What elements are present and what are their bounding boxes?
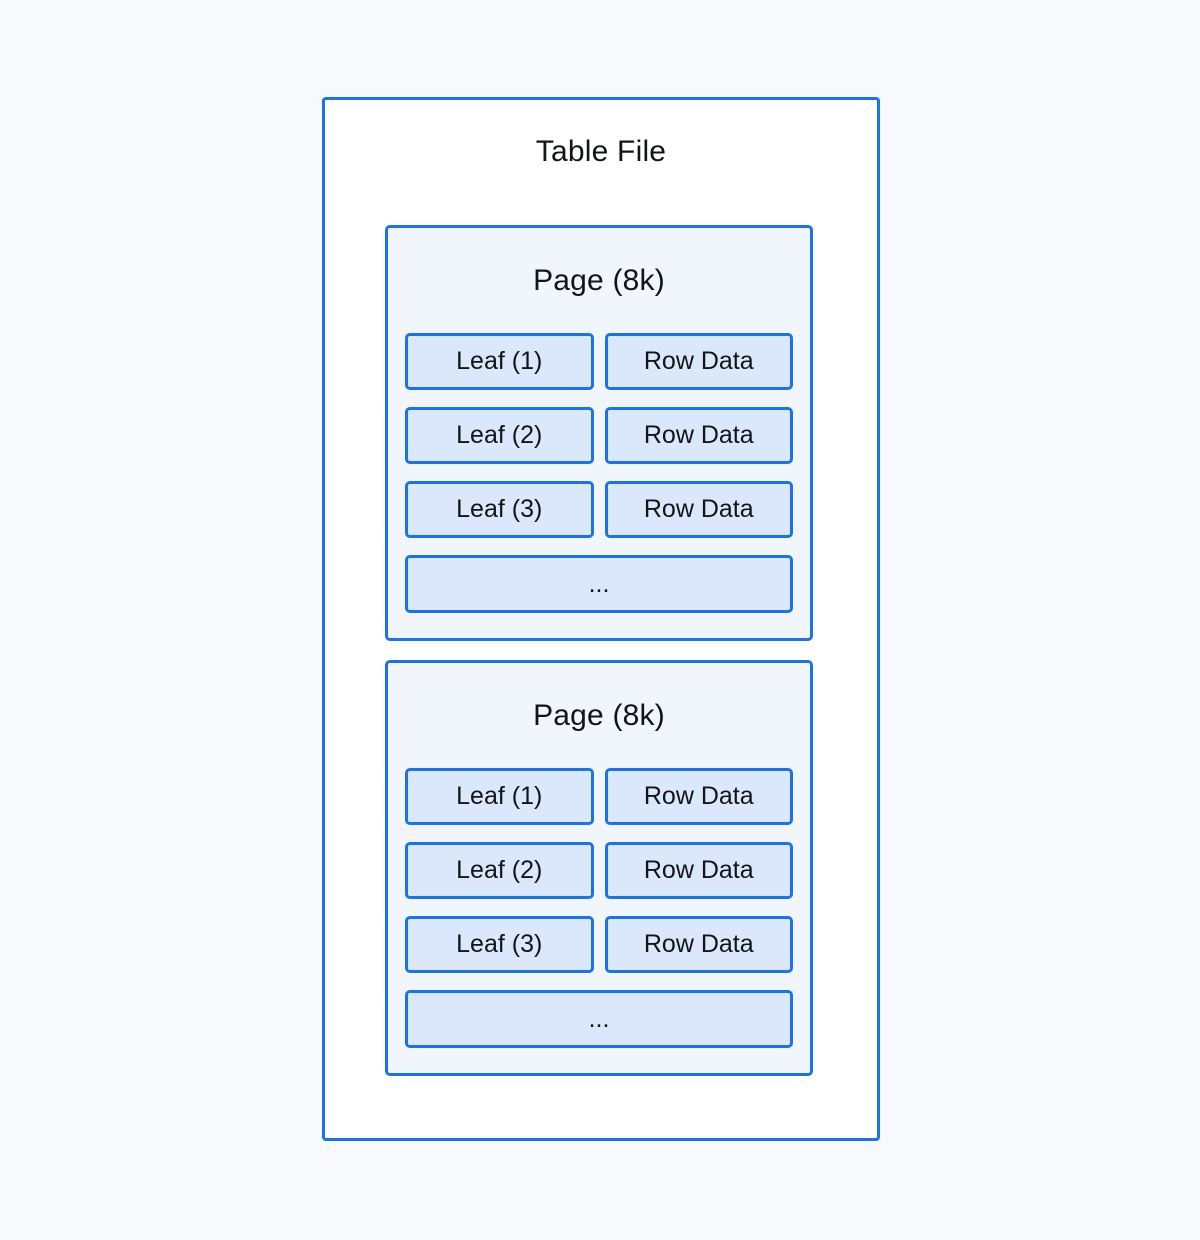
row-data-cell: Row Data [604,481,793,538]
page-2-title: Page (8k) [533,698,665,732]
page-1-grid: Leaf (1) Row Data Leaf (2) Row Data Leaf… [405,333,793,613]
table-file-title: Table File [535,135,667,168]
leaf-cell: Leaf (2) [405,407,594,464]
leaf-cell: Leaf (2) [405,842,594,899]
ellipsis-cell: ... [405,990,793,1048]
page-1-title: Page (8k) [533,263,665,297]
row-data-cell: Row Data [604,407,793,464]
leaf-cell: Leaf (3) [405,916,594,973]
leaf-cell: Leaf (3) [405,481,594,538]
table-file-box: Table File Page (8k) Leaf (1) Row Data L… [322,97,880,1141]
row-data-cell: Row Data [604,842,793,899]
row-data-cell: Row Data [604,333,793,390]
ellipsis-cell: ... [405,555,793,613]
page-box-1: Page (8k) Leaf (1) Row Data Leaf (2) Row… [385,225,813,641]
page-box-2: Page (8k) Leaf (1) Row Data Leaf (2) Row… [385,660,813,1076]
page-2-grid: Leaf (1) Row Data Leaf (2) Row Data Leaf… [405,768,793,1048]
row-data-cell: Row Data [604,916,793,973]
leaf-cell: Leaf (1) [405,333,594,390]
leaf-cell: Leaf (1) [405,768,594,825]
row-data-cell: Row Data [604,768,793,825]
